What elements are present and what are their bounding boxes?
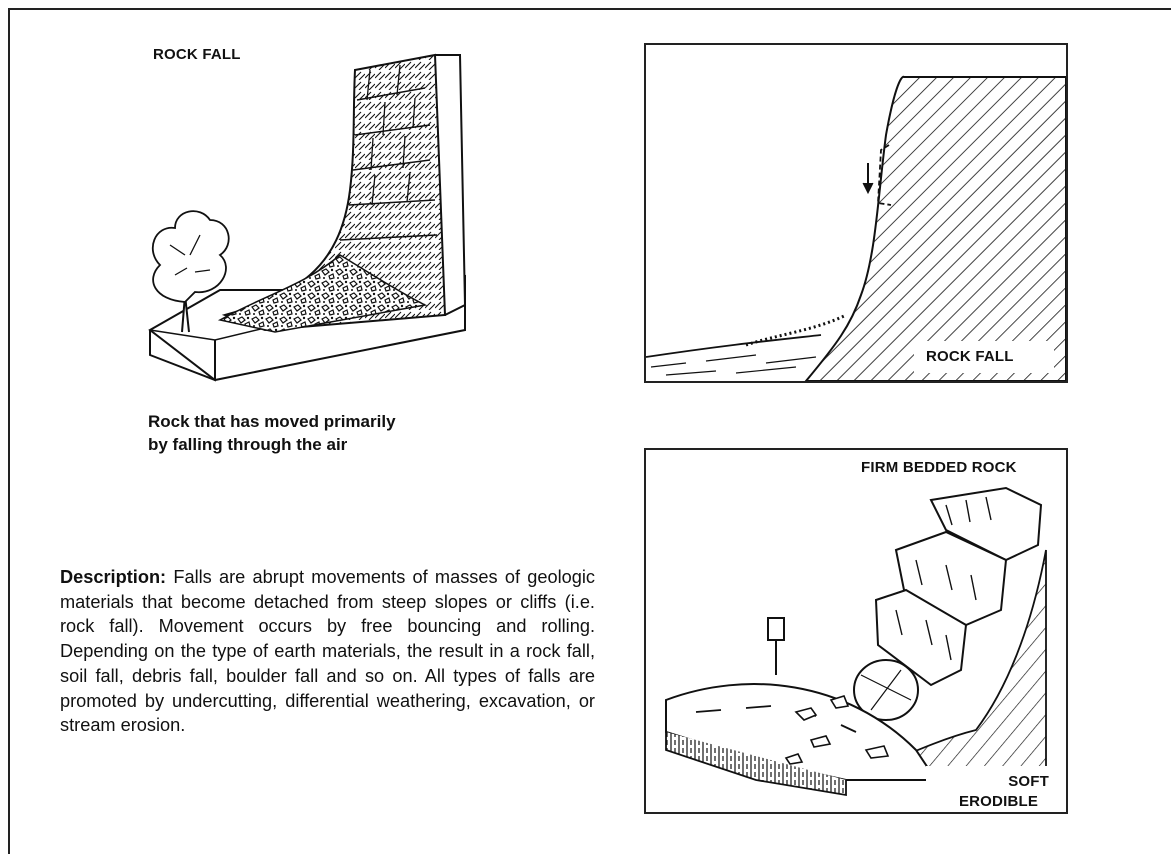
left-illustration-caption: Rock that has moved primarily by falling…: [148, 410, 396, 456]
caption-line-2: by falling through the air: [148, 433, 396, 456]
description-lead: Description:: [60, 567, 166, 587]
rock-fall-block-illustration: [125, 40, 505, 385]
cliff-cross-section-diagram: [646, 45, 1066, 381]
road-rockfall-diagram: [646, 450, 1066, 812]
soft-label-line2: ERODIBLE ROCK: [936, 792, 1061, 814]
rock-fall-label-right: ROCK FALL: [926, 348, 1014, 365]
road-rockfall-panel: FIRM BEDDED ROCK SOFT ERODIBLE ROCK: [644, 448, 1068, 814]
firm-bedded-rock-label: FIRM BEDDED ROCK: [861, 459, 1017, 476]
description-body: Falls are abrupt movements of masses of …: [60, 567, 595, 735]
caption-line-1: Rock that has moved primarily: [148, 410, 396, 433]
description-paragraph: Description: Falls are abrupt movements …: [60, 565, 595, 738]
soft-label-line1: SOFT: [936, 772, 1061, 792]
cliff-cross-section-panel: ROCK FALL: [644, 43, 1068, 383]
soft-erodible-rock-label: SOFT ERODIBLE ROCK: [936, 772, 1061, 814]
